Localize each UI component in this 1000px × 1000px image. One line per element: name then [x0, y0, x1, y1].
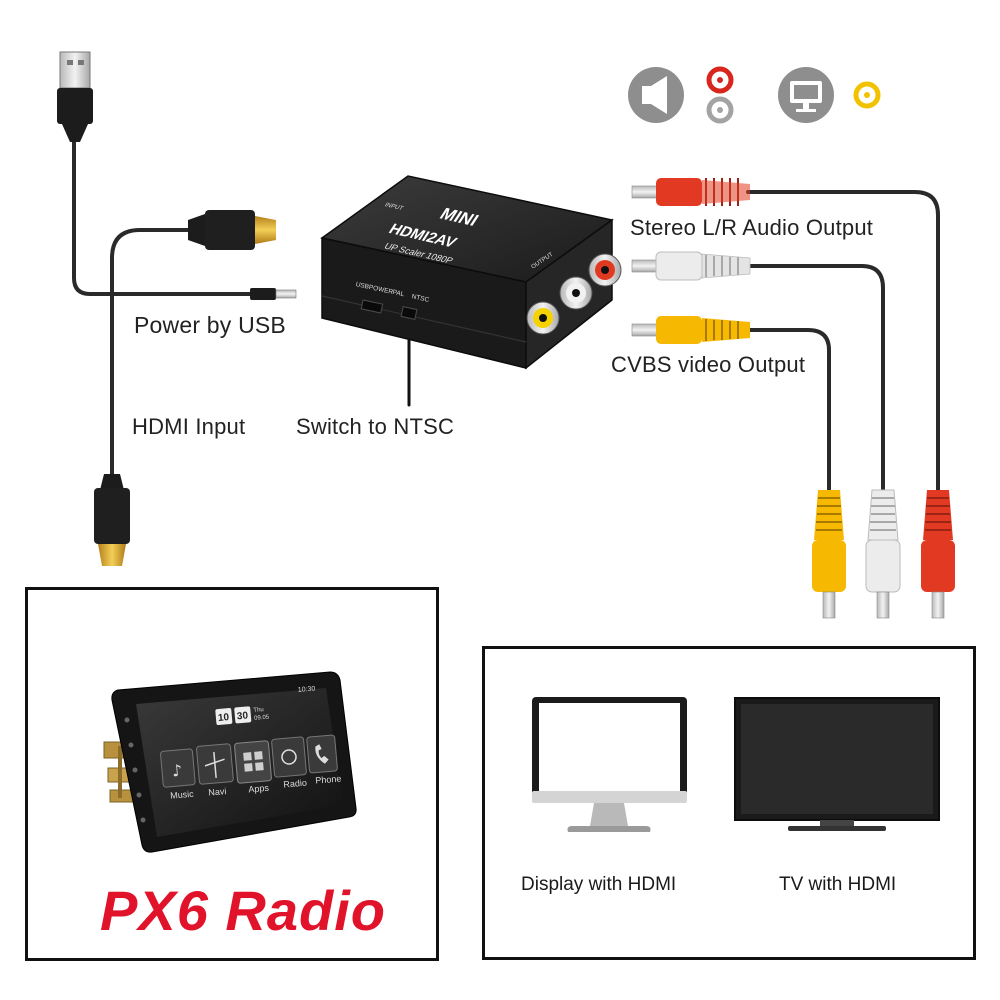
rca-jack-red — [588, 253, 622, 287]
rca-plug-yellow-horizontal — [631, 316, 750, 344]
monitor-caption: Display with HDMI — [521, 874, 677, 895]
cables — [72, 138, 940, 502]
rca-plug-white-horizontal — [631, 251, 751, 281]
px6-radio-title: PX6 Radio — [100, 879, 386, 942]
hdmi2av-converter-box: MINI HDMI2AV UP Scaler 1080P INPUT OUTPU… — [320, 175, 622, 370]
box-input-label: INPUT — [383, 202, 405, 212]
rca-plug-yellow-vertical — [812, 490, 846, 619]
hdmi-plug-bottom — [94, 474, 130, 566]
speaker-icon — [628, 67, 684, 123]
rca-plug-white-vertical — [865, 489, 901, 619]
displays-panel — [482, 646, 976, 960]
pal-ntsc-switch — [400, 306, 418, 320]
hdmi-plug-top — [188, 210, 276, 250]
rca-red-white-icon — [706, 66, 734, 124]
stereo-output-label: Stereo L/R Audio Output — [630, 215, 874, 240]
rca-plug-red-horizontal — [631, 178, 750, 206]
red-rca-cable — [746, 190, 940, 502]
rca-plug-red-vertical — [921, 490, 955, 619]
tv-caption: TV with HDMI — [779, 874, 897, 895]
mini-usb-port — [360, 299, 384, 314]
rca-jack-yellow — [526, 301, 560, 335]
monitor-icon — [778, 67, 834, 123]
white-rca-cable — [746, 264, 885, 502]
switch-to-ntsc-label: Switch to NTSC — [296, 414, 455, 439]
usb-plug — [57, 51, 93, 142]
yellow-rca-cable — [746, 328, 831, 502]
box-ntsc-label: NTSC — [411, 293, 430, 304]
cvbs-output-label: CVBS video Output — [611, 352, 806, 377]
hdmi-cable — [110, 228, 207, 486]
barrel-plug — [250, 288, 297, 300]
rca-jack-white — [559, 276, 593, 310]
rca-yellow-icon — [853, 81, 881, 109]
power-by-usb-label: Power by USB — [134, 312, 286, 338]
box-pal-label: PAL — [392, 289, 405, 298]
usb-cable — [72, 138, 264, 296]
hdmi-input-label: HDMI Input — [132, 414, 246, 439]
